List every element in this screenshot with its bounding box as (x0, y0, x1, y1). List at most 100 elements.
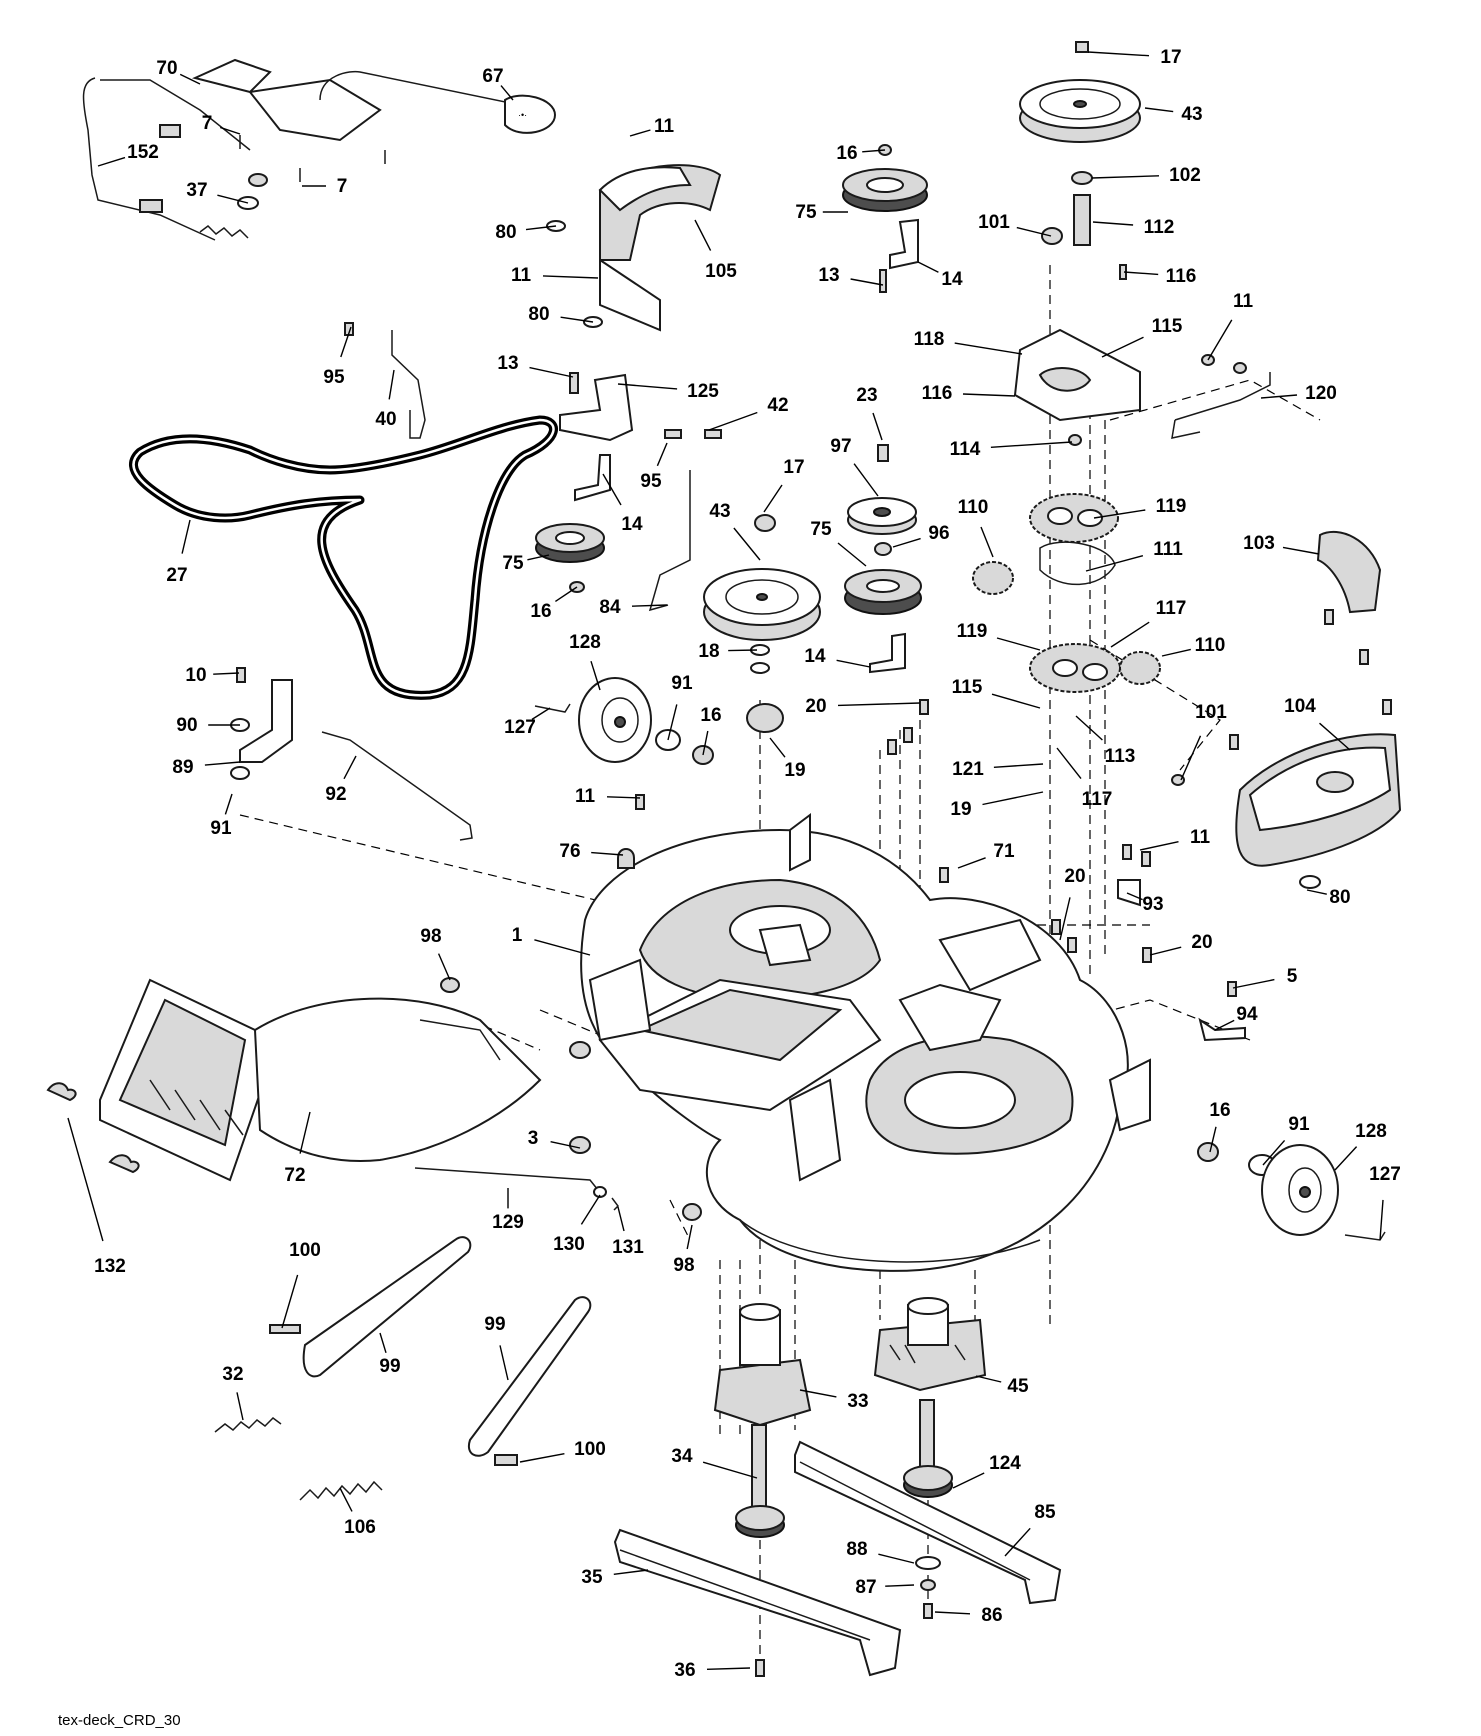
callout-leader (1161, 648, 1191, 657)
callout-leader (437, 953, 451, 981)
callout-127: 127 (504, 707, 551, 738)
callout-leader (1144, 107, 1174, 113)
callout-leader (1379, 1199, 1384, 1241)
callout-23: 23 (856, 385, 883, 441)
callout-label: 127 (504, 717, 536, 738)
callout-label: 80 (528, 304, 549, 325)
callout-leader (1016, 226, 1052, 237)
callout-115: 115 (952, 677, 1041, 709)
callout-leader (529, 366, 574, 378)
callout-leader (1085, 555, 1144, 572)
spindle-shafts (735, 1399, 953, 1538)
callout-88: 88 (846, 1539, 915, 1564)
callout-leader (957, 857, 986, 869)
blade-hardware (755, 1556, 941, 1677)
gearbox-gears (972, 434, 1161, 693)
callout-label: 33 (847, 1391, 868, 1412)
callout-label: 127 (1369, 1164, 1401, 1185)
callout-106: 106 (339, 1487, 376, 1538)
spindle-pulley-top (1019, 41, 1141, 280)
callout-117: 117 (1110, 598, 1187, 648)
callout-leader (837, 702, 921, 707)
callout-label: 115 (952, 677, 983, 698)
callout-leader (179, 73, 201, 85)
callout-70: 70 (156, 58, 201, 85)
callout-leader (379, 1332, 387, 1354)
callout-label: 19 (784, 760, 805, 781)
callout-20: 20 (805, 696, 921, 717)
callout-132: 132 (67, 1117, 126, 1277)
callout-104: 104 (1284, 696, 1351, 751)
callout-label: 125 (687, 381, 719, 402)
callout-20: 20 (1059, 866, 1086, 941)
callout-label: 80 (1329, 887, 1350, 908)
callout-label: 72 (284, 1165, 305, 1186)
callout-label: 93 (1142, 894, 1163, 915)
callout-leader (1126, 892, 1143, 901)
callout-leader (853, 463, 879, 497)
callout-leader (708, 411, 758, 431)
callout-90: 90 (176, 715, 240, 736)
callout-129: 129 (492, 1188, 524, 1233)
callout-114: 114 (950, 439, 1073, 460)
callout-121: 121 (952, 759, 1044, 780)
callout-leader (799, 1389, 837, 1398)
callout-105: 105 (694, 219, 737, 282)
callout-label: 17 (1160, 47, 1181, 68)
callout-label: 13 (497, 353, 518, 374)
callout-label: 67 (482, 66, 503, 87)
callout-leader (980, 526, 994, 558)
belt-guide-right (1316, 530, 1382, 665)
callout-label: 76 (559, 841, 580, 862)
callout-label: 19 (950, 799, 971, 820)
callout-label: 45 (1007, 1376, 1029, 1397)
callout-label: 18 (698, 641, 719, 662)
callout-leader (217, 194, 249, 204)
callout-leader (1207, 319, 1233, 361)
callout-label: 14 (804, 646, 826, 667)
callout-leader (629, 129, 651, 137)
callout-71: 71 (957, 841, 1015, 869)
callout-99: 99 (379, 1332, 401, 1377)
callout-label: 42 (767, 395, 788, 416)
callout-leader (1092, 221, 1134, 226)
callout-leader (580, 1194, 601, 1225)
adjustment-rod (414, 1167, 619, 1211)
callout-label: 117 (1156, 598, 1187, 619)
callout-27: 27 (166, 519, 191, 586)
callout-leader (606, 796, 641, 799)
callout-98: 98 (420, 926, 451, 981)
callout-label: 94 (1236, 1004, 1258, 1025)
callout-leader (219, 126, 241, 135)
callout-125: 125 (617, 381, 719, 402)
callout-42: 42 (708, 395, 789, 431)
callout-label: 7 (337, 176, 348, 197)
callout-leader (343, 755, 357, 780)
belt-guide (546, 164, 722, 332)
callout-leader (975, 1375, 1002, 1383)
callout-label: 95 (323, 367, 345, 388)
callout-label: 89 (172, 757, 193, 778)
callout-label: 80 (495, 222, 516, 243)
callout-3: 3 (528, 1128, 581, 1149)
callout-label: 10 (185, 665, 206, 686)
callout-leader (885, 1584, 915, 1587)
callout-label: 98 (420, 926, 441, 947)
callout-75: 75 (810, 519, 867, 567)
callout-label: 11 (575, 786, 596, 807)
callout-leader (836, 659, 871, 668)
callout-leader (602, 473, 622, 506)
callout-label: 91 (210, 818, 232, 839)
callout-leader (702, 730, 709, 756)
callout-label: 117 (1082, 789, 1113, 810)
callout-34: 34 (671, 1446, 758, 1479)
callout-leader (872, 412, 883, 441)
callout-label: 128 (1355, 1121, 1387, 1142)
callout-100: 100 (519, 1439, 606, 1463)
callout-45: 45 (975, 1375, 1029, 1397)
callout-leader (281, 1274, 299, 1329)
callout-leader (850, 278, 884, 286)
callout-label: 85 (1034, 1502, 1056, 1523)
callout-label: 27 (166, 565, 187, 586)
callout-label: 91 (1288, 1114, 1310, 1135)
